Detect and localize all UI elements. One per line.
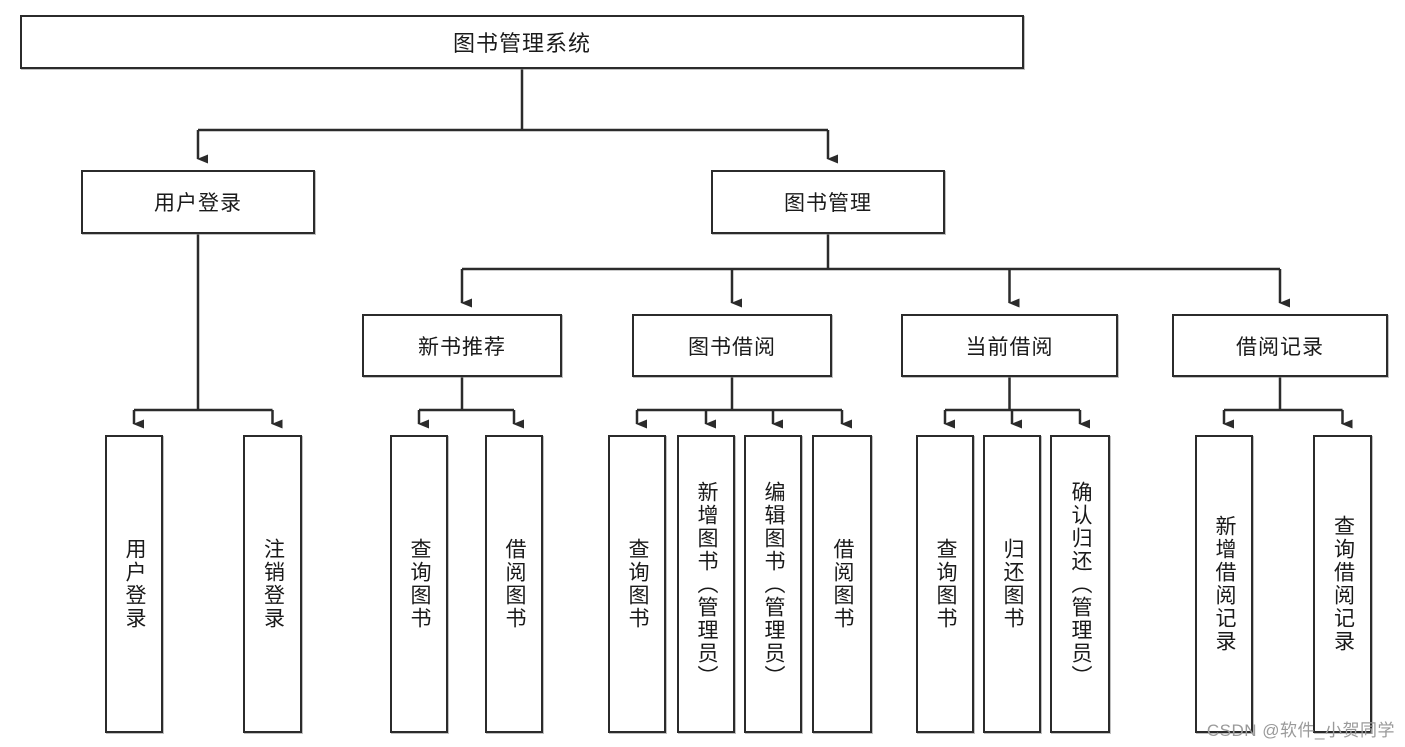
node-label: 借阅记录	[1236, 335, 1324, 359]
node-label: 用户登录	[154, 192, 242, 215]
node-label: 注销登录	[261, 538, 285, 630]
node-new-book-recommendation[interactable]: 新书推荐	[362, 314, 562, 377]
node-leaf-query-book-1[interactable]: 查询图书	[390, 435, 448, 733]
node-label: 查询借阅记录	[1331, 515, 1355, 653]
node-borrowing-record[interactable]: 借阅记录	[1172, 314, 1388, 377]
node-label: 图书管理系统	[452, 31, 591, 56]
node-label: 借阅图书	[831, 538, 855, 630]
node-leaf-confirm-return-admin[interactable]: 确认归还（管理员）	[1050, 435, 1110, 733]
node-label: 图书借阅	[688, 335, 776, 359]
node-label: 新增图书（管理员）	[695, 480, 719, 688]
node-current-borrowing[interactable]: 当前借阅	[901, 314, 1118, 377]
node-label: 确认归还（管理员）	[1069, 480, 1093, 688]
csdn-watermark: CSDN @软件_小贺同学	[1206, 721, 1395, 740]
node-label: 图书管理	[784, 192, 872, 215]
node-leaf-borrow-book-2[interactable]: 借阅图书	[812, 435, 872, 733]
node-label: 用户登录	[123, 538, 147, 630]
node-label: 借阅图书	[503, 538, 527, 630]
node-leaf-user-login[interactable]: 用户登录	[105, 435, 163, 733]
node-leaf-return-book[interactable]: 归还图书	[983, 435, 1041, 733]
node-leaf-query-book-3[interactable]: 查询图书	[916, 435, 974, 733]
node-label: 查询图书	[408, 538, 432, 630]
node-label: 查询图书	[626, 538, 650, 630]
node-book-management[interactable]: 图书管理	[711, 170, 945, 234]
node-leaf-borrow-book-1[interactable]: 借阅图书	[485, 435, 543, 733]
node-label: 查询图书	[934, 538, 958, 630]
node-label: 新书推荐	[418, 335, 506, 359]
node-label: 编辑图书（管理员）	[762, 480, 786, 688]
node-book-borrowing[interactable]: 图书借阅	[632, 314, 832, 377]
node-leaf-add-book-admin[interactable]: 新增图书（管理员）	[677, 435, 735, 733]
node-label: 当前借阅	[965, 335, 1054, 359]
node-leaf-add-borrow-record[interactable]: 新增借阅记录	[1195, 435, 1253, 733]
node-root-book-management-system[interactable]: 图书管理系统	[20, 15, 1024, 69]
node-label: 归还图书	[1001, 538, 1025, 630]
node-leaf-edit-book-admin[interactable]: 编辑图书（管理员）	[744, 435, 802, 733]
node-leaf-query-book-2[interactable]: 查询图书	[608, 435, 666, 733]
node-leaf-logout[interactable]: 注销登录	[243, 435, 302, 733]
node-user-login[interactable]: 用户登录	[81, 170, 315, 234]
node-leaf-query-borrow-record[interactable]: 查询借阅记录	[1313, 435, 1372, 733]
node-label: 新增借阅记录	[1213, 515, 1237, 653]
